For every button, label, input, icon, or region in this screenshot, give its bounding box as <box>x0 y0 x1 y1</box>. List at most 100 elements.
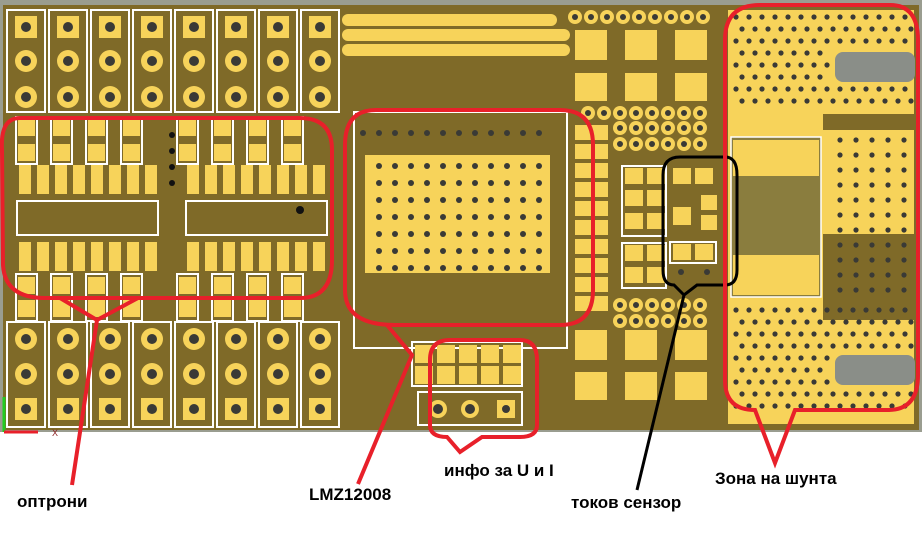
pad-hole <box>617 141 623 147</box>
via-hole <box>376 130 382 136</box>
copper-pad <box>437 366 455 384</box>
via-hole <box>772 331 778 337</box>
copper-pad <box>481 366 499 384</box>
pad-hole <box>63 334 73 344</box>
copper-pad <box>313 165 325 194</box>
via-hole <box>759 307 765 313</box>
via-hole <box>856 391 862 397</box>
silkscreen-outline <box>216 321 256 428</box>
copper-pad <box>179 144 196 161</box>
pad-hole <box>105 56 115 66</box>
pad-hole <box>649 125 655 131</box>
copper-pad <box>18 277 35 294</box>
via-hole <box>876 86 882 92</box>
via-hole <box>424 197 430 203</box>
via-hole <box>869 98 875 104</box>
copper-pad <box>575 372 607 400</box>
via-hole <box>785 379 791 385</box>
via-hole <box>315 404 325 414</box>
via-hole <box>824 14 830 20</box>
label-current-sensor: токов сензор <box>571 493 682 512</box>
via-hole <box>901 152 907 158</box>
copper-pad <box>437 345 455 363</box>
via-hole <box>876 38 882 44</box>
copper-pad <box>503 345 521 363</box>
silkscreen-outline <box>417 391 523 426</box>
via-hole <box>817 319 823 325</box>
via-hole <box>21 404 31 414</box>
via-hole <box>752 74 758 80</box>
via-hole <box>759 379 765 385</box>
via-hole <box>746 86 752 92</box>
copper-pad <box>179 300 196 317</box>
via-hole <box>472 231 478 237</box>
via-hole <box>759 62 765 68</box>
via-hole <box>798 403 804 409</box>
silkscreen-outline <box>90 9 130 113</box>
copper-pad <box>481 345 499 363</box>
pad-hole <box>273 369 283 379</box>
pad-hole <box>697 110 703 116</box>
pad-hole <box>63 369 73 379</box>
via-hole <box>472 130 478 136</box>
via-hole <box>850 331 856 337</box>
pad-hole <box>273 92 283 102</box>
copper-pad <box>365 155 550 273</box>
silkscreen-outline <box>258 9 298 113</box>
via-hole <box>746 355 752 361</box>
via-hole <box>733 379 739 385</box>
via-hole <box>752 367 758 373</box>
via-hole <box>785 14 791 20</box>
via-hole <box>739 391 745 397</box>
via-hole <box>817 343 823 349</box>
via-hole <box>772 38 778 44</box>
via-hole <box>817 367 823 373</box>
copper-pad <box>37 242 49 271</box>
via-hole <box>488 248 494 254</box>
copper-trace <box>342 44 570 56</box>
via-hole <box>885 197 891 203</box>
via-hole <box>889 86 895 92</box>
via-hole <box>440 214 446 220</box>
via-hole <box>778 26 784 32</box>
copper-pad <box>647 245 665 261</box>
via-hole <box>882 343 888 349</box>
copper-pad <box>127 165 139 194</box>
copper-pad <box>241 165 253 194</box>
pad-hole <box>617 302 623 308</box>
via-hole <box>752 50 758 56</box>
via-hole <box>536 265 542 271</box>
pad-hole <box>649 110 655 116</box>
via-hole <box>440 231 446 237</box>
silkscreen-outline <box>132 9 172 113</box>
pad-hole <box>273 334 283 344</box>
via-hole <box>772 379 778 385</box>
pad-hole <box>105 92 115 102</box>
label-optocouplers: оптрони <box>17 492 88 511</box>
copper-pad <box>88 144 105 161</box>
via-hole <box>785 86 791 92</box>
copper-pad <box>295 242 307 271</box>
via-hole <box>456 180 462 186</box>
via-hole <box>837 14 843 20</box>
copper-pad <box>647 168 665 184</box>
via-hole <box>739 74 745 80</box>
via-hole <box>759 38 765 44</box>
via-hole <box>811 331 817 337</box>
via-hole <box>733 86 739 92</box>
pad-hole <box>649 318 655 324</box>
silkscreen-outline <box>621 165 667 237</box>
via-hole <box>504 265 510 271</box>
via-hole <box>739 319 745 325</box>
via-hole <box>169 148 175 154</box>
via-hole <box>440 163 446 169</box>
copper-pad <box>19 165 31 194</box>
via-hole <box>231 404 241 414</box>
via-hole <box>785 307 791 313</box>
shunt-area <box>728 10 915 424</box>
annotation-regulator <box>343 108 595 327</box>
pad-hole <box>681 110 687 116</box>
via-hole <box>424 265 430 271</box>
copper-pad <box>123 277 140 294</box>
via-hole <box>837 137 843 143</box>
